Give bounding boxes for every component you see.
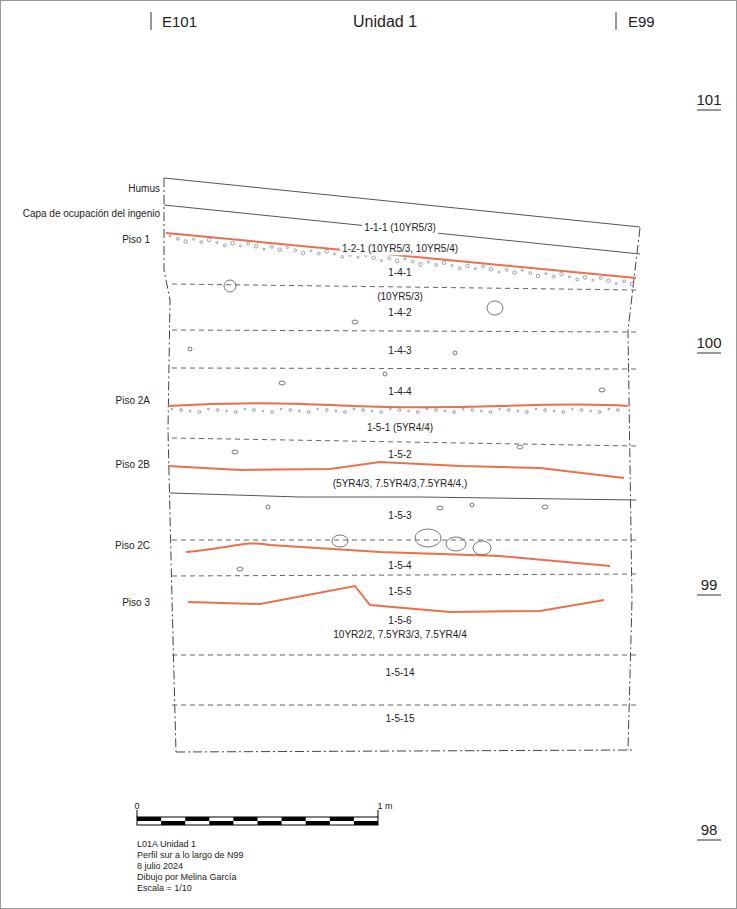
grid-ticks bbox=[151, 12, 721, 840]
profile-walls bbox=[164, 178, 640, 752]
munsell-color: 10YR2/2, 7.5YR3/3, 7.5YR4/4 bbox=[331, 629, 468, 641]
elevation-label: 99 bbox=[701, 576, 718, 593]
layer-code: 1-5-2 bbox=[386, 449, 413, 461]
sheet-note: 8 julio 2024 bbox=[137, 861, 183, 871]
sheet-note: Perfil sur a lo largo de N99 bbox=[137, 850, 244, 860]
scale-bar bbox=[137, 810, 378, 825]
stones bbox=[188, 280, 605, 571]
floor-name: Piso 3 bbox=[122, 597, 150, 609]
drawing-title: Unidad 1 bbox=[353, 13, 417, 31]
layer-code: 1-4-1 bbox=[386, 267, 413, 279]
layer-code: 1-1-1 (10YR5/3) bbox=[362, 222, 438, 234]
layer-code: 1-5-15 bbox=[384, 713, 417, 725]
floor-name: Piso 2B bbox=[116, 459, 150, 471]
sheet-note: L01A Unidad 1 bbox=[137, 839, 196, 849]
layer-code: 1-5-3 bbox=[386, 510, 413, 522]
gravel-dots bbox=[169, 235, 634, 413]
dashed-boundaries bbox=[172, 284, 636, 705]
layer-code: 1-5-5 bbox=[386, 586, 413, 598]
floor-name: Piso 2A bbox=[116, 395, 150, 407]
munsell-color: (10YR5/3) bbox=[375, 291, 425, 303]
layer-code: 1-5-14 bbox=[384, 667, 417, 679]
layer-code: 1-4-2 bbox=[386, 307, 413, 319]
layer-code: 1-4-4 bbox=[386, 386, 413, 398]
sheet-note: Escala = 1/10 bbox=[137, 883, 192, 893]
elevation-label: 100 bbox=[696, 334, 721, 351]
scale-number: 0 bbox=[134, 801, 139, 811]
scale-number: 1 m bbox=[377, 801, 392, 811]
floor-name: Piso 2C bbox=[115, 540, 150, 552]
layer-name: Humus bbox=[128, 183, 160, 195]
grid-label: E101 bbox=[162, 13, 197, 30]
solid-boundaries bbox=[164, 178, 640, 500]
floor-lines bbox=[166, 233, 636, 612]
elevation-label: 101 bbox=[696, 91, 721, 108]
floor-name: Piso 1 bbox=[122, 234, 150, 246]
munsell-color: (5YR4/3, 7.5YR4/3,7.5YR4/4,) bbox=[331, 478, 470, 490]
layer-code: 1-4-3 bbox=[386, 345, 413, 357]
sheet-note: Dibujo por Melina García bbox=[137, 872, 237, 882]
layer-name: Capa de ocupación del ingenio bbox=[23, 208, 160, 220]
layer-code: 1-5-6 bbox=[386, 615, 413, 627]
layer-code: 1-5-1 (5YR4/4) bbox=[365, 422, 435, 434]
layer-code: 1-2-1 (10YR5/3, 10YR5/4) bbox=[340, 243, 460, 255]
layer-code: 1-5-4 bbox=[386, 560, 413, 572]
grid-label: E99 bbox=[628, 13, 655, 30]
elevation-label: 98 bbox=[701, 821, 718, 838]
